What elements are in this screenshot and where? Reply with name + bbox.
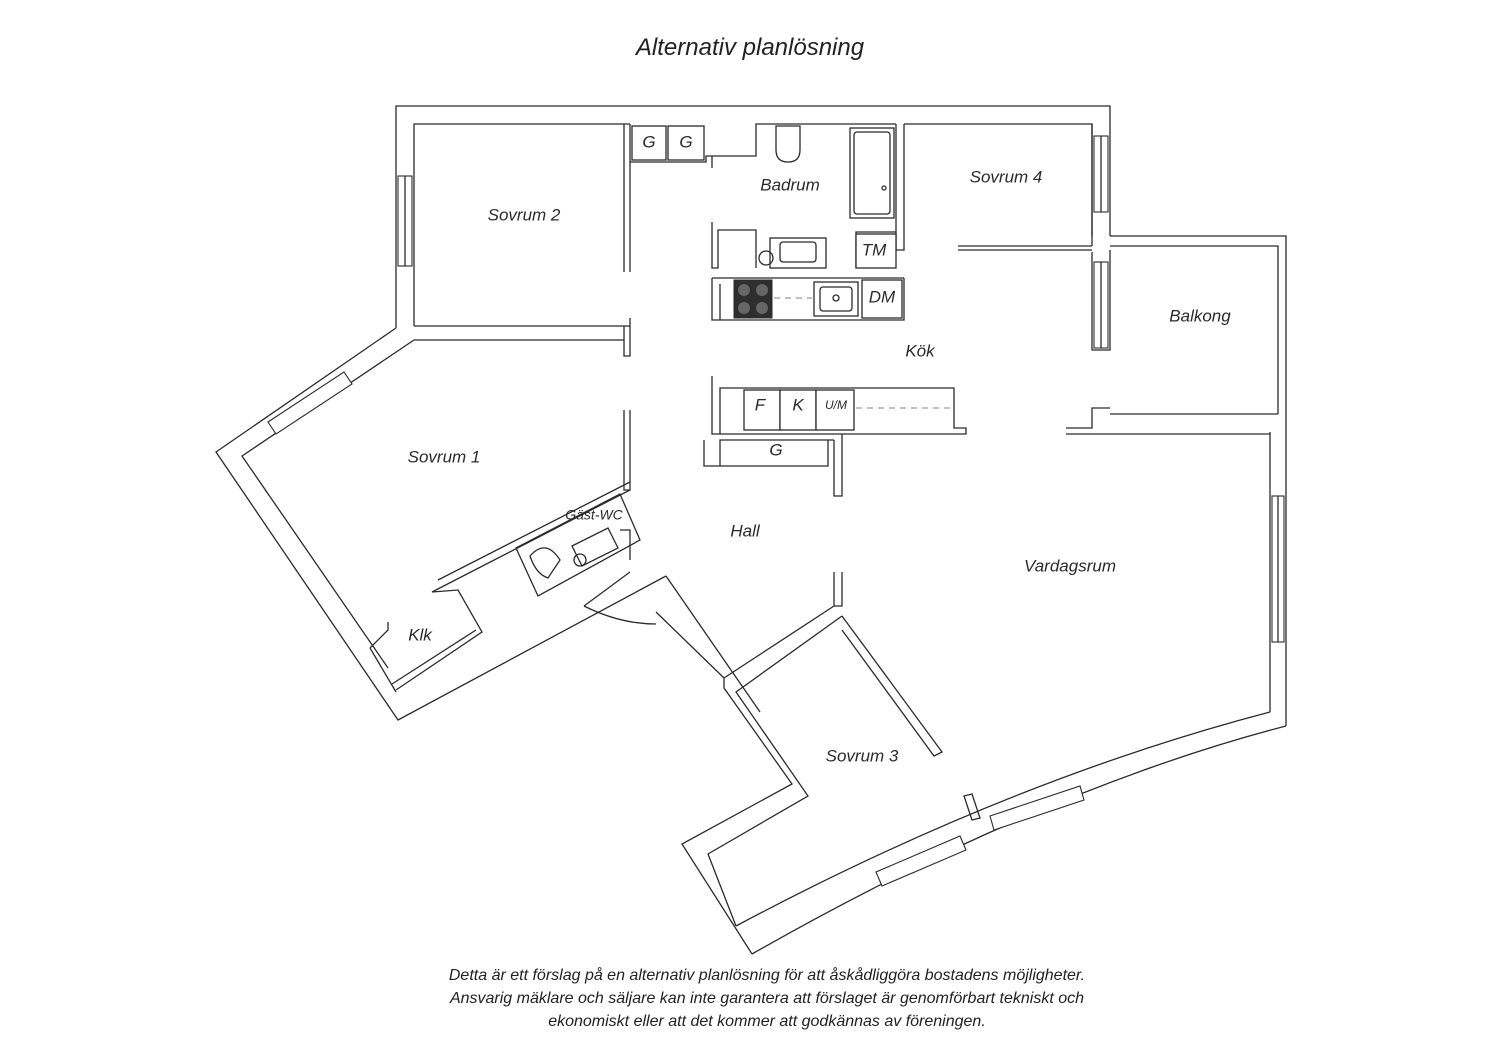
guest-sink-icon <box>571 527 619 567</box>
dishwasher-box <box>861 279 903 319</box>
label-balkong: Balkong <box>1169 306 1231 325</box>
stove-icon <box>733 279 773 319</box>
toilet-icon <box>775 125 801 163</box>
wardrobe-g1 <box>631 125 667 161</box>
label-sovrum-4: Sovrum 4 <box>970 167 1043 186</box>
micro-oven-box <box>815 389 855 431</box>
page-title: Alternativ planlösning <box>635 34 865 61</box>
disclaimer-line-2: Ansvarig mäklare och säljare kan inte ga… <box>449 990 1085 1007</box>
label-dm: DM <box>869 287 896 306</box>
label-g-3: G <box>769 440 782 459</box>
door-swing <box>583 605 657 625</box>
tumble-dryer-box <box>855 233 897 269</box>
label-klk: Klk <box>408 625 433 644</box>
wardrobe-g2 <box>667 125 705 161</box>
label-sovrum-3: Sovrum 3 <box>826 746 899 765</box>
label-gast-wc: Gäst-WC <box>565 507 623 523</box>
label-tm: TM <box>862 240 887 259</box>
guest-toilet-icon <box>529 547 561 579</box>
windows <box>267 135 1285 887</box>
disclaimer-line-1: Detta är ett förslag på en alternativ pl… <box>448 967 1086 984</box>
freezer-box <box>779 389 817 431</box>
interior-walls <box>369 123 1270 693</box>
label-f: F <box>755 395 767 414</box>
label-g-1: G <box>642 132 655 151</box>
label-k: K <box>792 395 804 414</box>
disclaimer-line-3: ekonomiskt eller att det kommer att godk… <box>548 1013 986 1030</box>
label-g-2: G <box>679 132 692 151</box>
label-sovrum-1: Sovrum 1 <box>408 447 481 466</box>
disclaimer: Detta är ett förslag på en alternativ pl… <box>250 964 1284 1033</box>
label-kok: Kök <box>905 341 936 360</box>
label-sovrum-2: Sovrum 2 <box>488 205 561 224</box>
fixtures <box>391 125 981 821</box>
fridge-box <box>743 389 781 431</box>
label-badrum: Badrum <box>760 175 820 194</box>
label-hall: Hall <box>730 521 761 540</box>
label-um: U/M <box>825 398 847 412</box>
label-vardagsrum: Vardagsrum <box>1024 556 1116 575</box>
room-labels: Sovrum 2 Badrum Sovrum 4 Balkong Kök Sov… <box>408 132 1232 765</box>
